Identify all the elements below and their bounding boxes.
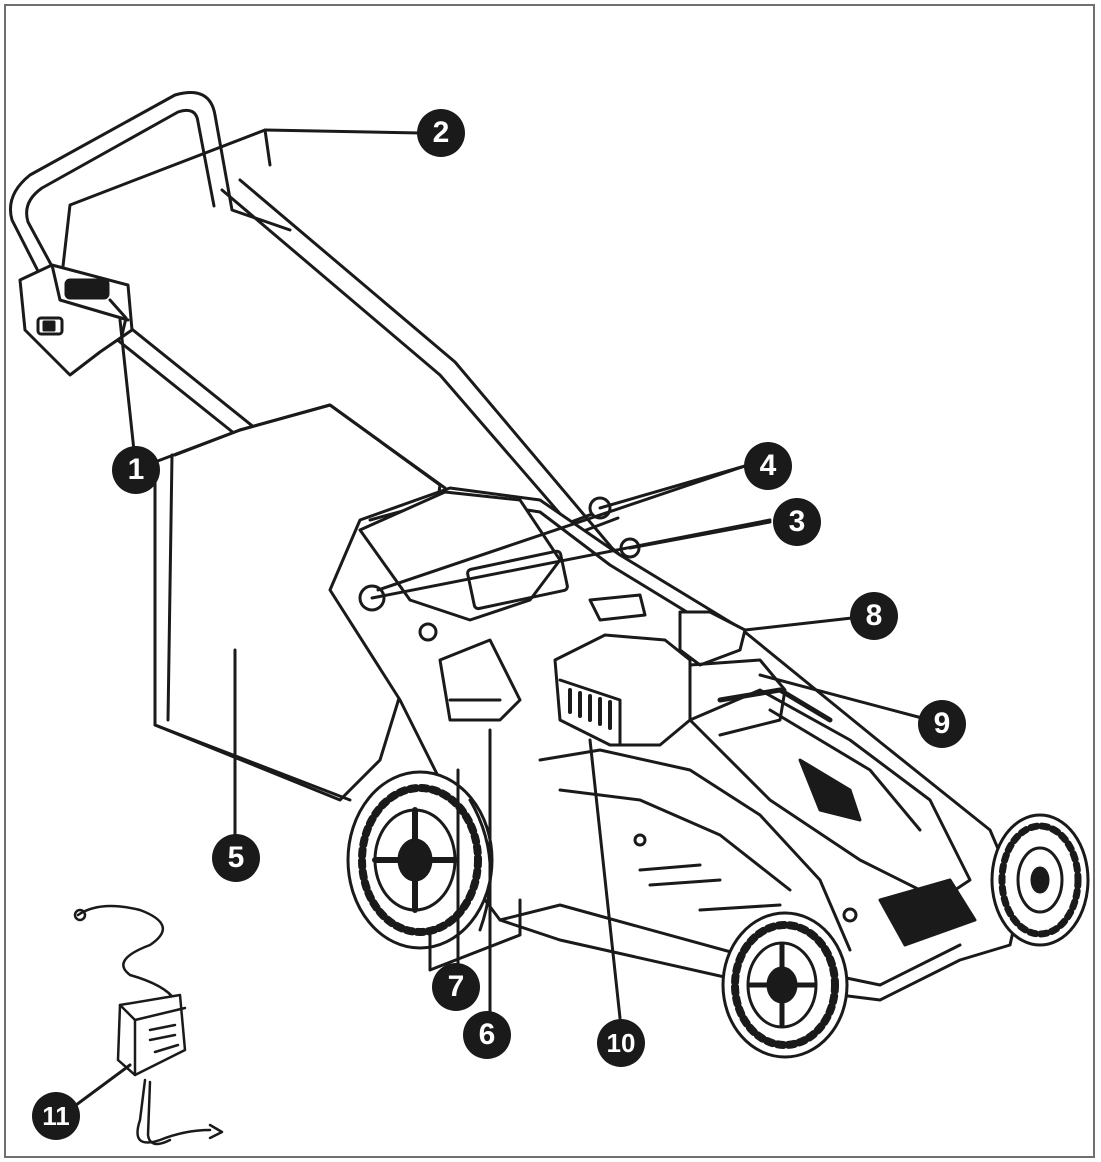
callout-7: 7 (432, 963, 480, 1011)
callout-7-label: 7 (447, 970, 465, 1003)
callout-3-label: 3 (788, 505, 806, 538)
callout-3: 3 (773, 498, 821, 546)
callout-1-label: 1 (127, 453, 145, 486)
callout-4-label: 4 (759, 449, 777, 482)
callout-8-label: 8 (865, 599, 883, 632)
battery (553, 610, 833, 747)
switch-box (18, 263, 134, 377)
grass-box (153, 403, 447, 802)
callout-10: 10 (597, 1019, 645, 1067)
callout-5: 5 (212, 834, 260, 882)
callout-2: 2 (417, 109, 465, 157)
callout-2-label: 2 (432, 116, 450, 149)
callout-10-label: 10 (606, 1028, 636, 1058)
mower-deck (328, 486, 1022, 1002)
callout-6: 6 (463, 1011, 511, 1059)
leader-lines (70, 128, 924, 1110)
front-left-wheel (721, 911, 849, 1059)
callout-4: 4 (744, 442, 792, 490)
callout-8: 8 (850, 592, 898, 640)
callout-1: 1 (112, 446, 160, 494)
callout-11-label: 11 (42, 1101, 70, 1131)
charger (73, 904, 224, 1146)
callout-5-label: 5 (227, 841, 245, 874)
front-right-wheel (990, 813, 1090, 947)
callout-9-label: 9 (933, 707, 951, 740)
callout-9: 9 (918, 700, 966, 748)
callout-11: 11 (32, 1092, 80, 1140)
callout-6-label: 6 (478, 1018, 496, 1051)
rear-left-wheel (346, 770, 494, 950)
